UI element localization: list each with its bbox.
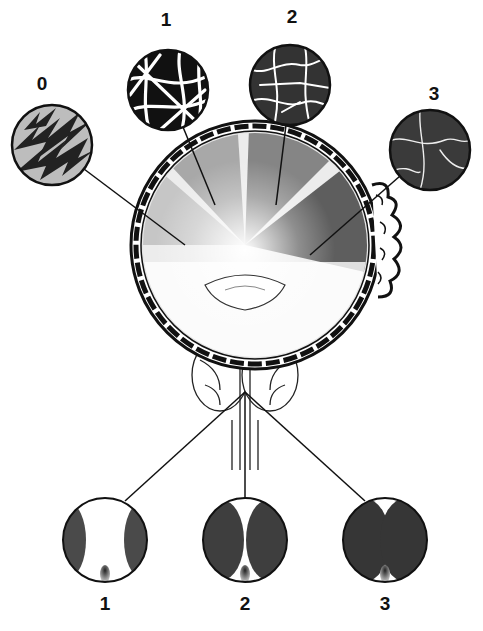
tissue-inset: [125, 45, 215, 135]
prostate-section: [200, 495, 290, 585]
callout-number: 3: [429, 83, 440, 104]
tissue-inset: [248, 42, 336, 130]
tissue-inset: [388, 108, 474, 194]
callout-number: 2: [287, 6, 298, 27]
callout-number-holder: 1: [161, 9, 172, 31]
callout-number-holder: 0: [37, 73, 48, 95]
prostate-section: [338, 495, 432, 585]
trabeculation-sectors: [45, 40, 445, 382]
leader-lines: [84, 125, 400, 501]
callout-number: 0: [37, 73, 48, 94]
callout-number-holder: 3: [429, 83, 440, 105]
callout-number-holder: 3: [380, 593, 391, 615]
prostate-section: [50, 495, 160, 585]
callout-number: 1: [100, 593, 111, 614]
callout-number: 3: [380, 593, 391, 614]
callout-number: 2: [240, 593, 251, 614]
callout-number-holder: 1: [100, 593, 111, 615]
callout-number-holder: 2: [240, 593, 251, 615]
tissue-inset: [10, 100, 95, 190]
callout-number: 1: [161, 9, 172, 30]
callout-number-holder: 2: [287, 6, 298, 28]
